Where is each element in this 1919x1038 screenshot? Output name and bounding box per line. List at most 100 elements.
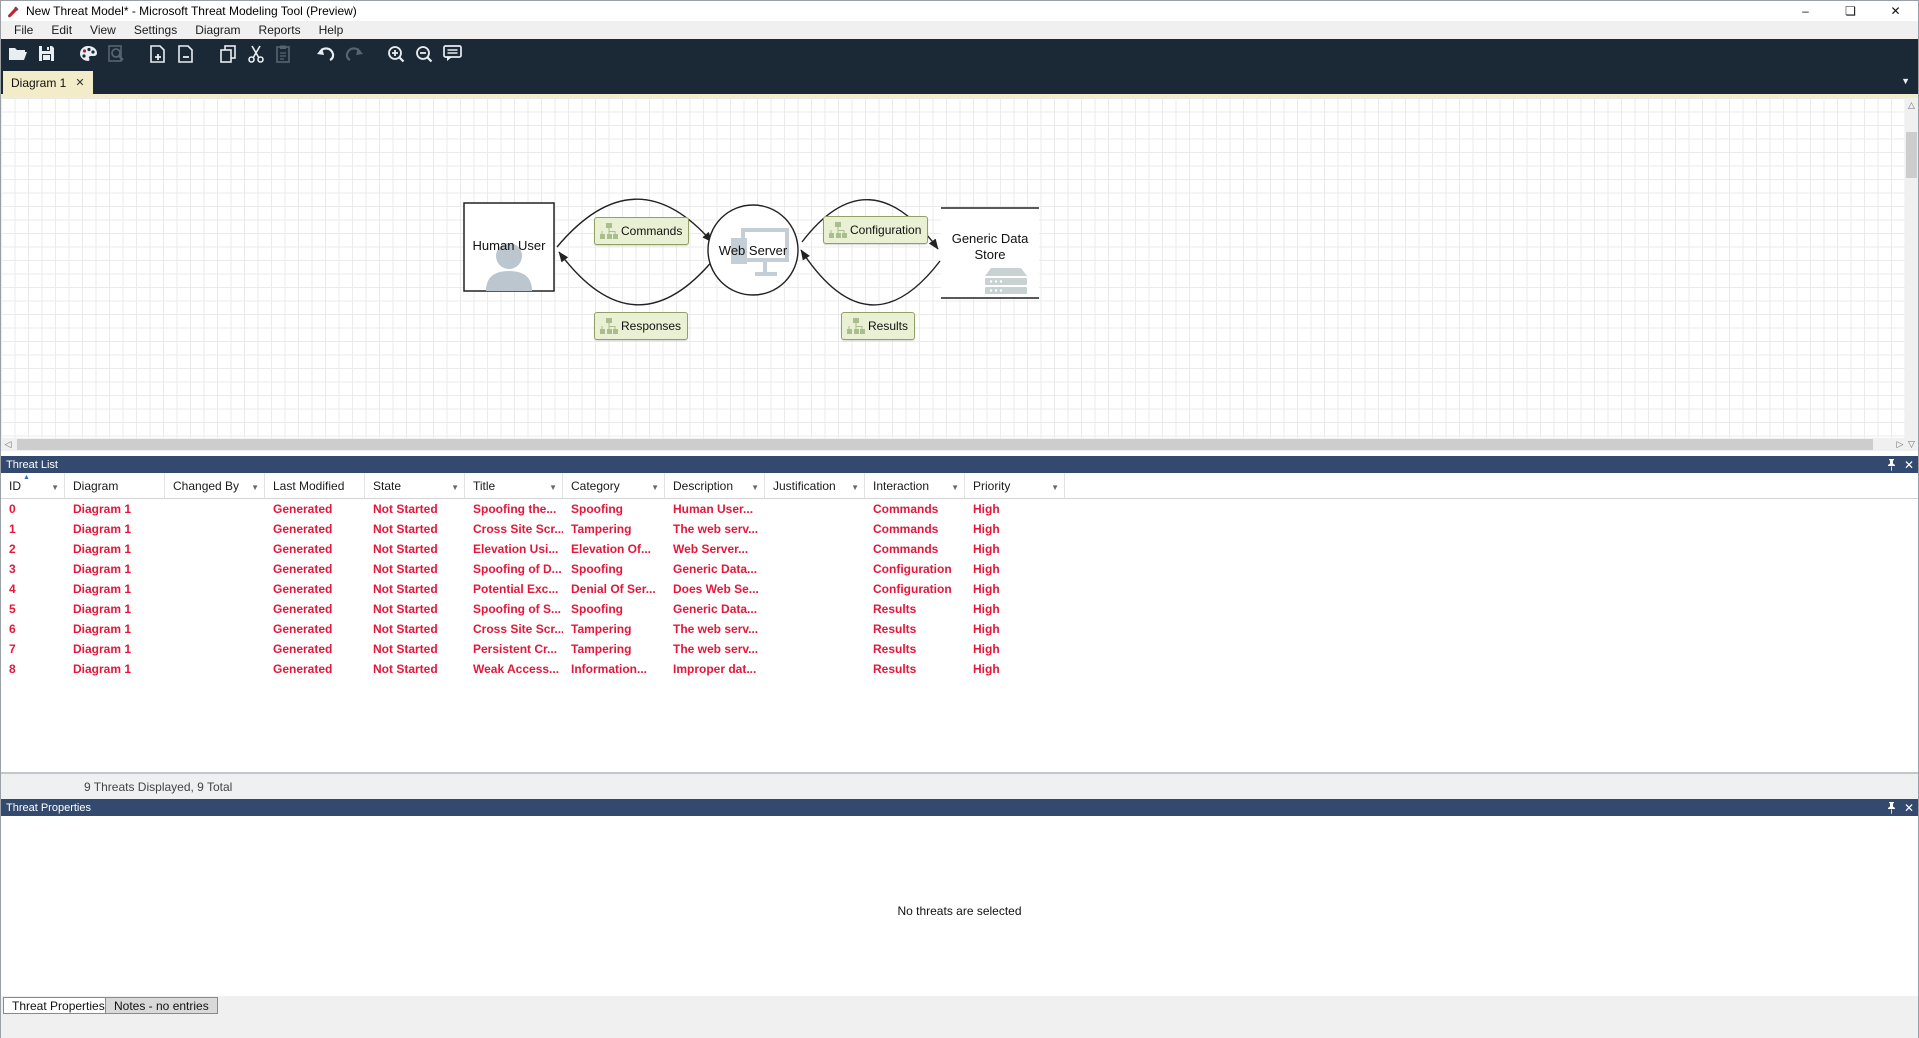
- threat-cell: Spoofing of D...: [473, 562, 562, 576]
- menu-file[interactable]: File: [14, 23, 34, 37]
- flow-label-text: Results: [868, 319, 909, 333]
- threat-cell: Diagram 1: [73, 622, 132, 636]
- tab-close-icon[interactable]: ✕: [75, 77, 85, 89]
- column-header-last-modified[interactable]: Last Modified: [265, 473, 365, 498]
- menu-help[interactable]: Help: [318, 23, 344, 37]
- threat-cell: Configuration: [873, 562, 952, 576]
- menu-diagram[interactable]: Diagram: [195, 23, 241, 37]
- flow-arc-commands[interactable]: [556, 198, 713, 248]
- close-panel-icon[interactable]: ✕: [1903, 457, 1914, 472]
- scroll-up-icon[interactable]: △: [1908, 99, 1915, 110]
- column-label: Changed By: [173, 478, 240, 493]
- threat-count-status: 9 Threats Displayed, 9 Total: [84, 779, 233, 794]
- flow-arc-results[interactable]: [800, 249, 941, 306]
- column-label: Priority: [973, 478, 1011, 493]
- threat-cell: Generic Data...: [673, 602, 758, 616]
- column-header-id[interactable]: ▲ID▼: [1, 473, 65, 498]
- tab-notes[interactable]: Notes - no entries: [105, 997, 218, 1014]
- filter-chevron-icon[interactable]: ▼: [51, 483, 59, 492]
- filter-chevron-icon[interactable]: ▼: [851, 483, 859, 492]
- menu-reports[interactable]: Reports: [258, 23, 301, 37]
- column-header-diagram[interactable]: Diagram: [65, 473, 165, 498]
- threat-cell: Not Started: [373, 602, 438, 616]
- threat-cell: Generated: [273, 622, 333, 636]
- column-header-justification[interactable]: Justification▼: [765, 473, 865, 498]
- report-palette-icon[interactable]: [75, 43, 101, 65]
- feedback-icon[interactable]: [439, 43, 465, 65]
- restore-button[interactable]: ❏: [1845, 4, 1856, 18]
- threat-cell: Generated: [273, 602, 333, 616]
- tab-diagram-1[interactable]: Diagram 1 ✕: [3, 71, 93, 94]
- scroll-left-icon[interactable]: ◁: [4, 439, 12, 449]
- column-header-title[interactable]: Title ▼: [465, 473, 563, 498]
- column-header-description[interactable]: Description▼: [665, 473, 765, 498]
- flow-label-configuration[interactable]: Configuration: [823, 216, 929, 244]
- flow-label-responses[interactable]: Responses: [594, 312, 689, 340]
- undo-icon[interactable]: [313, 43, 339, 65]
- column-label: Title: [473, 478, 496, 493]
- scroll-right-icon[interactable]: ▷: [1896, 439, 1904, 449]
- open-icon[interactable]: [5, 43, 31, 65]
- threat-cell: Not Started: [373, 502, 438, 516]
- save-icon[interactable]: [33, 43, 59, 65]
- threat-list-header: Threat List ✕: [1, 456, 1918, 473]
- vertical-scroll-thumb[interactable]: [1906, 132, 1917, 178]
- threat-cell: The web serv...: [673, 622, 759, 636]
- threat-cell: Diagram 1: [73, 542, 132, 556]
- filter-chevron-icon[interactable]: ▼: [951, 483, 959, 492]
- filter-chevron-icon[interactable]: ▼: [549, 483, 557, 492]
- filter-chevron-icon[interactable]: ▼: [1051, 483, 1059, 492]
- filter-chevron-icon[interactable]: ▼: [651, 483, 659, 492]
- threat-cell: Diagram 1: [73, 522, 132, 536]
- close-panel-icon[interactable]: ✕: [1903, 800, 1914, 815]
- zoom-out-icon[interactable]: [411, 43, 437, 65]
- flow-label-commands[interactable]: Commands: [594, 217, 690, 245]
- threat-cell: Not Started: [373, 542, 438, 556]
- column-header-interaction[interactable]: Interaction▼: [865, 473, 965, 498]
- menu-settings[interactable]: Settings: [133, 23, 178, 37]
- cut-icon[interactable]: [243, 43, 269, 65]
- add-diagram-icon[interactable]: [145, 43, 171, 65]
- column-header-priority[interactable]: Priority ▼: [965, 473, 1065, 498]
- column-header-changed-by[interactable]: Changed By ▼: [165, 473, 265, 498]
- canvas-vertical-scrollbar[interactable]: △ ▽: [1905, 98, 1918, 451]
- column-header-state[interactable]: State▼: [365, 473, 465, 498]
- tab-overflow-chevron-icon[interactable]: ▼: [1901, 76, 1910, 86]
- menu-view[interactable]: View: [90, 23, 116, 37]
- flow-label-results[interactable]: Results: [841, 312, 916, 340]
- minimize-button[interactable]: –: [1802, 4, 1809, 18]
- column-header-category[interactable]: Category▼: [563, 473, 665, 498]
- tab-threat-properties[interactable]: Threat Properties: [3, 997, 114, 1014]
- diagram-canvas[interactable]: Human User Web Server Generic Data Store…: [1, 98, 1907, 438]
- flow-arc-responses[interactable]: [558, 251, 715, 306]
- filter-chevron-icon[interactable]: ▼: [751, 483, 759, 492]
- copy-icon[interactable]: [215, 43, 241, 65]
- canvas-horizontal-scrollbar[interactable]: ◁ ▷: [1, 438, 1907, 451]
- horizontal-scroll-thumb[interactable]: [17, 439, 1873, 450]
- filter-chevron-icon[interactable]: ▼: [451, 483, 459, 492]
- analyze-view-icon: [103, 43, 129, 65]
- person-icon: [486, 243, 532, 291]
- pin-icon[interactable]: [1887, 458, 1896, 471]
- scroll-down-icon[interactable]: ▽: [1908, 438, 1915, 449]
- remove-diagram-icon[interactable]: [173, 43, 199, 65]
- pin-icon[interactable]: [1887, 801, 1896, 814]
- threat-cell: High: [973, 642, 1000, 656]
- zoom-in-icon[interactable]: [383, 43, 409, 65]
- filter-chevron-icon[interactable]: ▼: [251, 483, 259, 492]
- threat-cell: 5: [9, 602, 16, 616]
- menu-edit[interactable]: Edit: [51, 23, 73, 37]
- threat-cell: Not Started: [373, 662, 438, 676]
- close-button[interactable]: ✕: [1890, 4, 1901, 18]
